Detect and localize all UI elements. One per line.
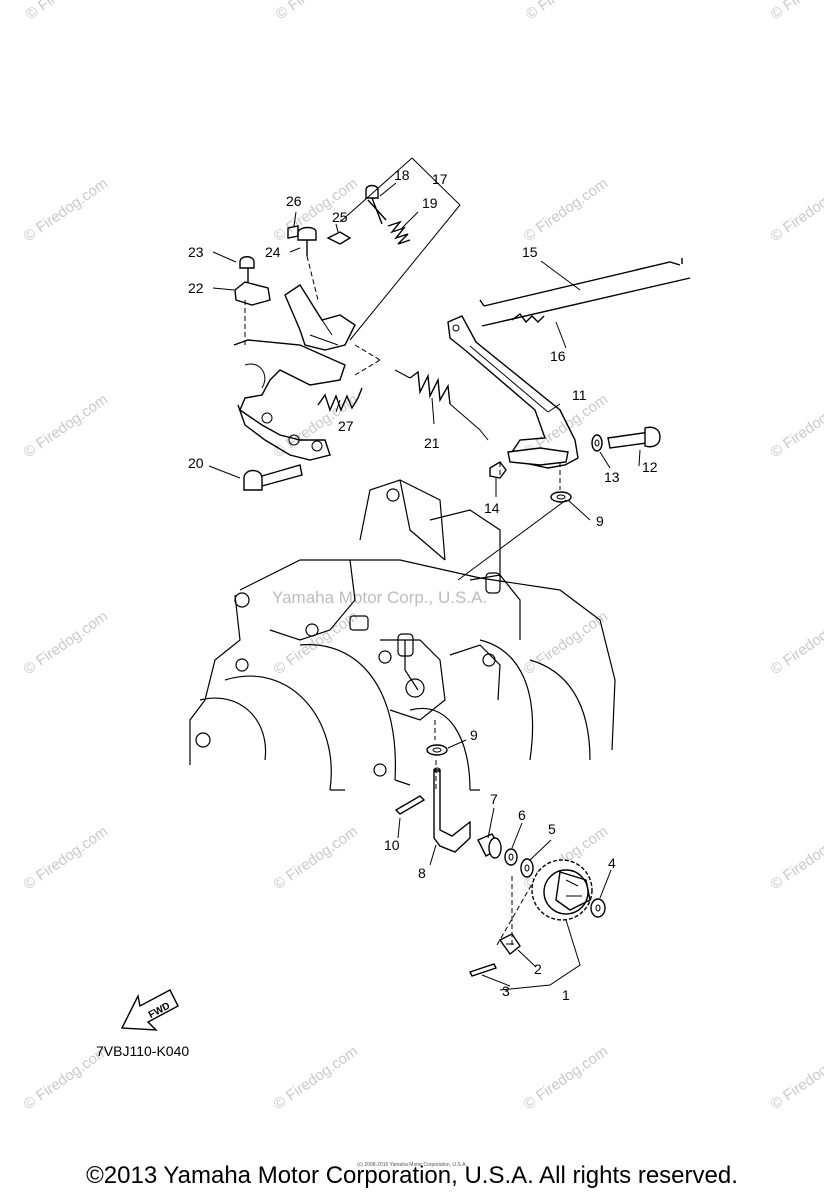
watermark: © Firedog.com [271,823,362,893]
governor-shaft-8 [433,767,471,853]
callout-4: 4 [608,855,616,871]
watermark: © Firedog.com [271,608,362,678]
watermark: © Firedog.com [521,1043,612,1113]
callout-9: 9 [470,727,478,743]
watermark: © Firedog.com [521,175,612,245]
collar-7 [477,833,502,859]
watermark: © Firedog.com [21,823,112,893]
governor-spring-21 [394,369,489,441]
callout-20: 20 [188,455,204,471]
throttle-rod-15 [479,258,683,307]
clip-14 [489,461,507,479]
bolt-20 [243,464,303,491]
watermark: © Firedog.com [768,175,824,245]
watermark: © Firedog.com [768,391,824,461]
fwd-arrow-icon: FWD [120,989,179,1031]
watermark: © Firedog.com [23,0,114,23]
callout-5: 5 [548,821,556,837]
callout-7: 7 [490,791,498,807]
callout-23: 23 [188,244,204,260]
copyright-notice: ©2013 Yamaha Motor Corporation, U.S.A. A… [86,1162,738,1189]
callout-24: 24 [265,244,281,260]
washer-13 [591,434,603,452]
callout-2: 2 [534,961,542,977]
watermark: © Firedog.com [21,175,112,245]
engine-body [189,479,616,791]
washer-4 [590,898,606,918]
callout-21: 21 [424,435,440,451]
callout-17: 17 [432,171,448,187]
bolt-12 [607,426,661,449]
washer-9-lower [426,744,448,756]
callout-26: 26 [286,193,302,209]
callout-14: 14 [484,500,500,516]
watermark: © Firedog.com [21,608,112,678]
callout-1: 1 [562,987,570,1003]
governor-gear-1 [531,859,593,921]
callout-8: 8 [418,865,426,881]
callout-13: 13 [604,469,620,485]
washer-6 [504,848,518,866]
pin-3 [469,963,497,977]
callout-19: 19 [422,195,438,211]
callout-12: 12 [642,459,658,475]
governor-bracket [233,225,363,461]
watermark: © Firedog.com [273,0,364,23]
callout-18: 18 [394,167,410,183]
clip-2 [498,933,521,956]
callout-27: 27 [338,418,354,434]
tiny-copyright: (c) 2008-2016 Yamaha Motor Corporation, … [357,1162,467,1168]
callout-25: 25 [332,209,348,225]
callout-3: 3 [502,983,510,999]
leader-lines [208,157,641,991]
watermark: © Firedog.com [768,0,824,23]
governor-lever-11 [447,315,579,469]
callout-16: 16 [550,348,566,364]
watermark: © Firedog.com [768,608,824,678]
callout-labels: 1 2 3 4 5 6 7 8 9 9 10 11 12 13 14 15 16… [188,167,658,1003]
adjust-screw-18 [365,184,387,225]
washer-9-upper [550,491,572,503]
watermark: © Firedog.com [523,0,614,23]
callout-6: 6 [518,807,526,823]
watermark-layer: © Firedog.com © Firedog.com © Firedog.co… [21,0,824,1113]
watermark: © Firedog.com [768,823,824,893]
callout-9: 9 [596,513,604,529]
watermark: © Firedog.com [768,1043,824,1113]
callout-22: 22 [188,280,204,296]
callout-11: 11 [572,387,587,403]
washer-5 [520,858,534,878]
center-watermark: Yamaha Motor Corp., U.S.A. [272,588,487,607]
pin-10 [394,795,426,815]
callout-10: 10 [384,837,400,853]
watermark: © Firedog.com [21,391,112,461]
watermark: © Firedog.com [271,1043,362,1113]
choke-rod-16 [481,277,691,327]
drawing-code: 7VBJ110-K040 [96,1043,190,1059]
spring-19 [387,220,411,245]
callout-15: 15 [522,244,538,260]
